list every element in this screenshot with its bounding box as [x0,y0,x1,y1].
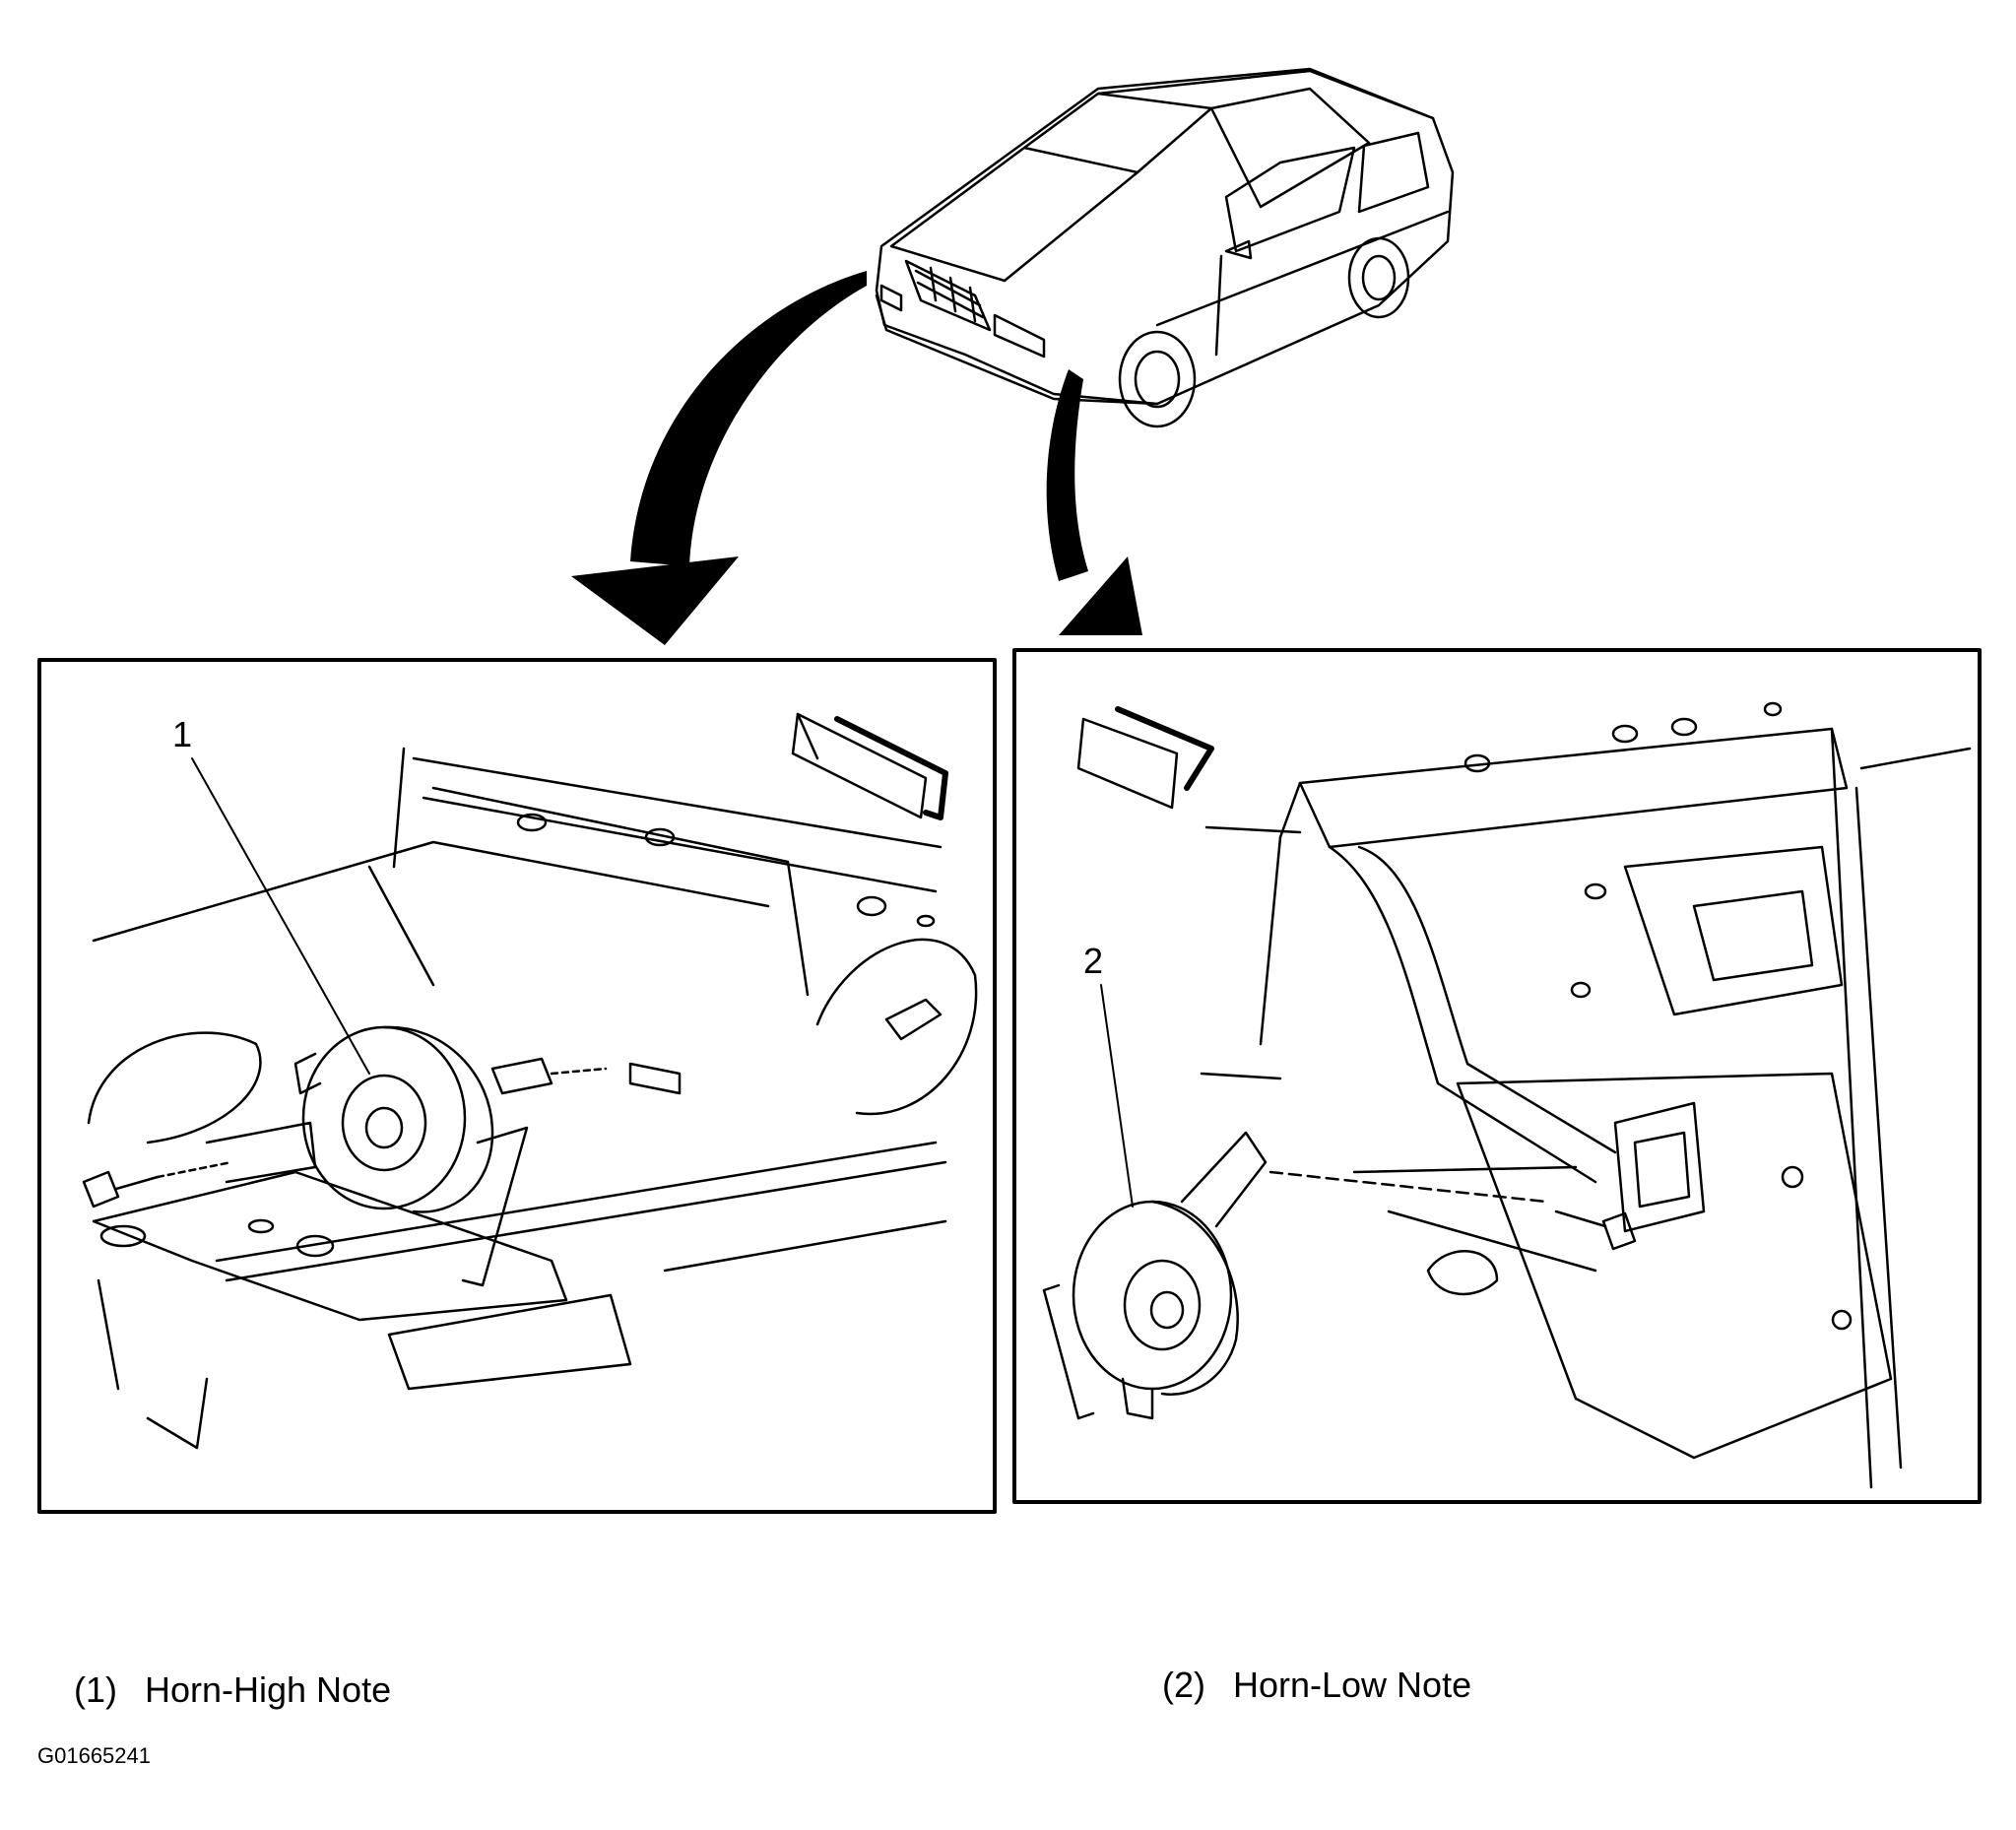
horn-low-note-illustration [1042,1131,1268,1420]
right-detail-panel [1012,648,1982,1504]
legend-label: Horn-High Note [145,1669,392,1710]
left-detail-panel [37,658,997,1514]
legend-index: (2) [1162,1665,1205,1705]
bolt-illustration [82,1160,233,1209]
legend-label: Horn-Low Note [1233,1665,1472,1705]
vehicle-illustration [875,67,1455,428]
horn-high-note-illustration [205,1025,529,1287]
bolt-illustration-right [1554,1209,1637,1251]
legend-item-horn-low-note: (2) Horn-Low Note [1162,1665,1471,1706]
callout-number-2: 2 [1083,941,1104,981]
figure-id: G01665241 [37,1743,151,1768]
locator-arrows [571,271,1142,645]
legend-index: (1) [74,1669,117,1710]
legend-item-horn-high-note: (1) Horn-High Note [74,1669,391,1711]
callout-number-1: 1 [172,714,193,754]
